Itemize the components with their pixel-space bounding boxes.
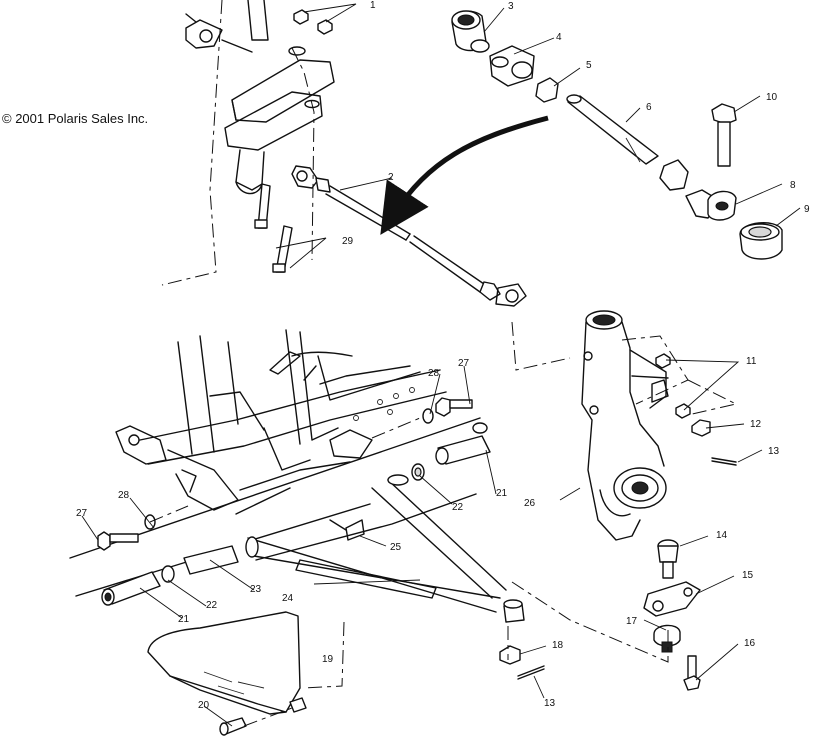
callout-21-right: 21 [496,488,508,499]
a-arm-guard [147,611,307,736]
callout-19: 19 [322,654,334,665]
callout-8: 8 [790,180,796,191]
tie-rod [291,165,527,307]
callout-labels: 1 2 3 4 5 6 8 9 10 11 12 13 13 14 15 16 … [76,0,810,711]
callout-3: 3 [508,1,514,12]
callout-1: 1 [370,0,376,11]
callout-25: 25 [390,542,402,553]
callout-21-left: 21 [178,614,190,625]
leader-lines [81,3,801,727]
a-arm [69,397,507,613]
tie-rod-parts [451,10,783,260]
callout-10: 10 [766,92,778,103]
callout-17: 17 [626,616,638,627]
steering-knuckle [581,310,737,541]
callout-24: 24 [282,593,294,604]
callout-27-left: 27 [76,508,88,519]
callout-28-right: 28 [428,368,440,379]
callout-22-left: 22 [206,600,218,611]
callout-18: 18 [552,640,564,651]
callout-11: 11 [746,356,757,367]
callout-6: 6 [646,102,652,113]
callout-23: 23 [250,584,262,595]
callout-27-right: 27 [458,358,470,369]
callout-15: 15 [742,570,754,581]
callout-2: 2 [388,172,394,183]
callout-14: 14 [716,530,728,541]
callout-29: 29 [342,236,354,247]
ball-joint-group [499,539,701,691]
callout-5: 5 [586,60,592,71]
callout-13-right: 13 [768,446,780,457]
callout-28-left: 28 [118,490,130,501]
callout-4: 4 [556,32,562,43]
callout-13-bottom: 13 [544,698,556,709]
copyright-text: © 2001 Polaris Sales Inc. [2,111,148,126]
callout-9: 9 [804,204,810,215]
frame-section [115,329,447,515]
steering-post-assembly [161,0,335,286]
callout-26: 26 [524,498,536,509]
assembly-arrow [380,115,549,235]
callout-16: 16 [744,638,756,649]
callout-22-right: 22 [452,502,464,513]
callout-12: 12 [750,419,762,430]
callout-20: 20 [198,700,210,711]
